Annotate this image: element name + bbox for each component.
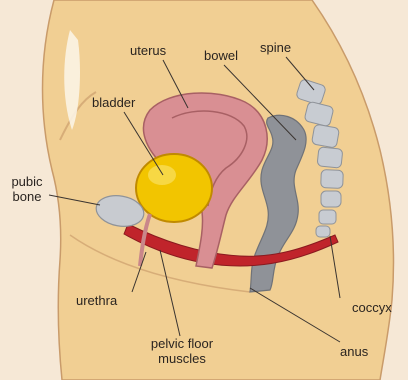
pubic-bone-label: pubic bone — [4, 174, 50, 204]
pubic-bone-label-line1: pubic — [4, 174, 50, 189]
pelvic-floor-label-line2: muscles — [132, 351, 232, 366]
urethra-label: urethra — [76, 293, 117, 308]
bladder — [136, 154, 212, 222]
pubic-bone-label-line2: bone — [4, 189, 50, 204]
anus-label: anus — [340, 344, 368, 359]
bladder-highlight — [148, 165, 176, 185]
coccyx-label: coccyx — [352, 300, 392, 315]
spine-label: spine — [260, 40, 291, 55]
pelvic-floor-label: pelvic floor muscles — [132, 336, 232, 366]
bowel-label: bowel — [204, 48, 238, 63]
bladder-label: bladder — [92, 95, 135, 110]
uterus-label: uterus — [130, 43, 166, 58]
pelvic-floor-label-line1: pelvic floor — [132, 336, 232, 351]
